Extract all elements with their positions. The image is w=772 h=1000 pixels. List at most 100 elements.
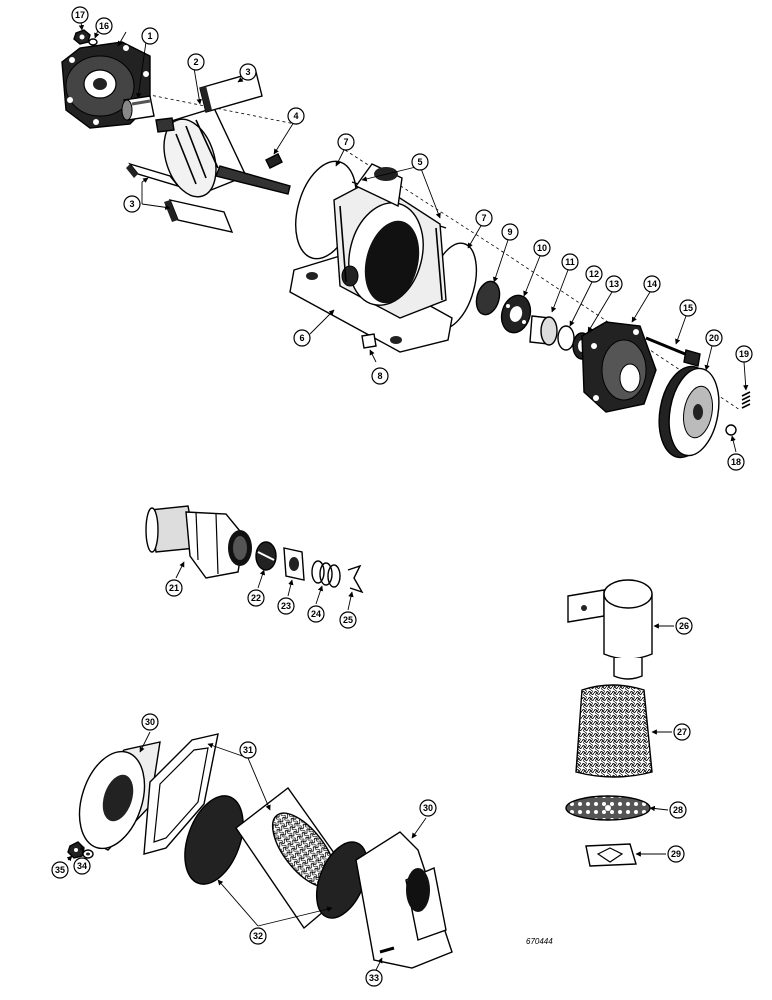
callout-27: 27	[673, 723, 691, 741]
part-cover-screw	[379, 946, 395, 954]
part-spacer-ring	[557, 325, 575, 351]
callout-10: 10	[533, 239, 551, 257]
callout-9: 9	[501, 223, 519, 241]
svg-text:21: 21	[169, 583, 179, 593]
svg-text:6: 6	[299, 333, 304, 343]
callout-12: 12	[585, 265, 603, 283]
svg-text:1: 1	[147, 31, 152, 41]
part-bushing	[121, 95, 155, 121]
part-strainer-cover-right	[355, 831, 453, 969]
part-rotor	[155, 107, 291, 198]
svg-text:3: 3	[245, 67, 250, 77]
part-hex-nut	[67, 841, 85, 859]
callout-11: 11	[561, 253, 579, 271]
part-retaining-clip	[347, 564, 364, 594]
svg-text:30: 30	[423, 803, 433, 813]
figure-id: 670444	[526, 937, 553, 946]
callout-24: 24	[307, 605, 325, 623]
svg-text:4: 4	[293, 111, 298, 121]
svg-text:19: 19	[739, 349, 749, 359]
callout-19: 19	[735, 345, 753, 363]
svg-text:13: 13	[609, 279, 619, 289]
callout-28: 28	[669, 801, 687, 819]
callout-21: 21	[165, 579, 183, 597]
part-bearing-sleeve	[529, 315, 558, 346]
callout-35: 35	[51, 861, 69, 879]
svg-text:35: 35	[55, 865, 65, 875]
callout-16: 16	[95, 17, 113, 35]
callout-7-left: 7	[337, 133, 355, 151]
svg-text:31: 31	[243, 745, 253, 755]
svg-text:27: 27	[677, 727, 687, 737]
svg-text:30: 30	[145, 717, 155, 727]
callout-3-bottom: 3	[123, 195, 141, 213]
svg-text:20: 20	[709, 333, 719, 343]
callout-8: 8	[371, 367, 389, 385]
svg-text:11: 11	[565, 257, 575, 267]
relief-valve-assembly	[145, 505, 364, 594]
callout-32: 32	[249, 927, 267, 945]
callout-30-left: 30	[141, 713, 159, 731]
svg-text:16: 16	[99, 21, 109, 31]
svg-text:22: 22	[251, 593, 261, 603]
callout-30-right: 30	[419, 799, 437, 817]
part-gasket	[143, 733, 219, 855]
part-screen-disc-left	[184, 795, 244, 885]
callout-20: 20	[705, 329, 723, 347]
svg-text:33: 33	[369, 973, 379, 983]
part-valve-body	[145, 505, 252, 579]
breather-assembly	[565, 579, 653, 867]
callout-5: 5	[411, 153, 429, 171]
callout-1: 1	[141, 27, 159, 45]
svg-text:25: 25	[343, 615, 353, 625]
part-pipe-plug	[361, 333, 377, 349]
svg-text:32: 32	[253, 931, 263, 941]
callout-23: 23	[277, 597, 295, 615]
part-key	[265, 153, 283, 169]
part-vanes	[126, 71, 263, 233]
callout-14: 14	[643, 275, 661, 293]
svg-text:24: 24	[311, 609, 321, 619]
svg-text:14: 14	[647, 279, 657, 289]
part-washer	[88, 38, 98, 46]
svg-text:10: 10	[537, 243, 547, 253]
svg-text:15: 15	[683, 303, 693, 313]
strainer-assembly	[67, 733, 453, 969]
callout-markers: 1 2 3 3 4 5 6 7 7 8 9 10 11 12 13 14 15 …	[51, 6, 753, 987]
part-breather-can	[567, 579, 653, 680]
part-nut	[73, 29, 91, 45]
part-valve-poppet	[255, 541, 277, 571]
callout-33: 33	[365, 969, 383, 987]
callout-31: 31	[239, 741, 257, 759]
callout-18: 18	[727, 453, 745, 471]
part-perforated-disc	[565, 795, 651, 821]
part-lock-washer	[82, 849, 94, 859]
svg-text:34: 34	[77, 861, 87, 871]
part-retainer-clip	[585, 843, 637, 867]
svg-text:18: 18	[731, 457, 741, 467]
callout-4: 4	[287, 107, 305, 125]
callout-29: 29	[667, 845, 685, 863]
svg-text:7: 7	[343, 137, 348, 147]
pump-assembly	[61, 29, 751, 459]
callout-7-right: 7	[475, 209, 493, 227]
part-valve-shim	[283, 547, 305, 581]
callout-6: 6	[293, 329, 311, 347]
svg-text:2: 2	[193, 57, 198, 67]
svg-text:29: 29	[671, 849, 681, 859]
part-seal-plate	[475, 280, 501, 316]
svg-text:12: 12	[589, 269, 599, 279]
part-end-plate-left	[61, 41, 151, 129]
callout-2: 2	[187, 53, 205, 71]
svg-text:5: 5	[417, 157, 422, 167]
part-set-screw	[741, 391, 751, 409]
callout-13: 13	[605, 275, 623, 293]
svg-text:7: 7	[481, 213, 486, 223]
leader-lines	[66, 21, 749, 971]
callout-15: 15	[679, 299, 697, 317]
svg-text:26: 26	[679, 621, 689, 631]
part-grease-fitting	[725, 424, 737, 436]
svg-text:23: 23	[281, 601, 291, 611]
part-pump-housing	[289, 163, 453, 353]
part-pulley	[658, 365, 720, 459]
